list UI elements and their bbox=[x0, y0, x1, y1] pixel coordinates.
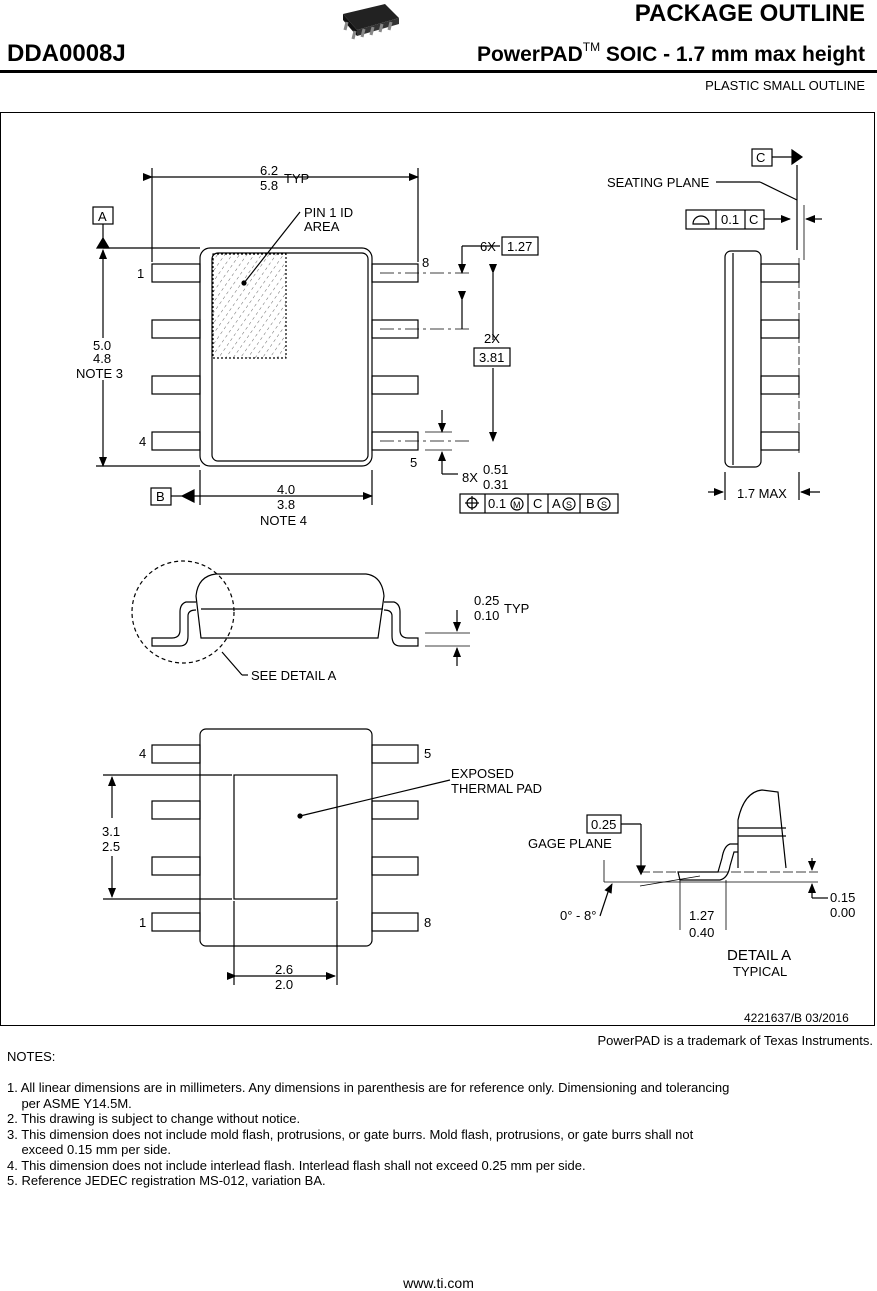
length-dim-min: 4.8 bbox=[93, 351, 111, 366]
bottom-pin-1: 1 bbox=[139, 915, 146, 930]
notes-title: NOTES: bbox=[7, 1049, 56, 1064]
body-dim-min: 3.8 bbox=[277, 497, 295, 512]
note-line: per ASME Y14.5M. bbox=[7, 1095, 132, 1111]
bottom-pin-5: 5 bbox=[424, 746, 431, 761]
standoff-min: 0.00 bbox=[830, 905, 855, 920]
part-number: DDA0008J bbox=[7, 40, 126, 67]
pos-tol-datum-b: B bbox=[586, 496, 595, 511]
width-dim-min: 5.8 bbox=[260, 178, 278, 193]
pos-tol-datum-c: C bbox=[533, 496, 542, 511]
note-line: 1. All linear dimensions are in millimet… bbox=[7, 1080, 730, 1095]
thickness-suffix: TYP bbox=[504, 601, 529, 616]
length-dim-max: 5.0 bbox=[93, 338, 111, 353]
body-dim-max: 4.0 bbox=[277, 482, 295, 497]
pin1-label-2: AREA bbox=[304, 219, 340, 234]
lead-width-min: 0.31 bbox=[483, 477, 508, 492]
top-pin-1: 1 bbox=[137, 266, 144, 281]
pad-length-max: 3.1 bbox=[102, 824, 120, 839]
pad-width-max: 2.6 bbox=[275, 962, 293, 977]
gage-plane-label: GAGE PLANE bbox=[528, 836, 612, 851]
note-line: 5. Reference JEDEC registration MS-012, … bbox=[7, 1173, 326, 1188]
bottom-pin-8: 8 bbox=[424, 915, 431, 930]
bottom-view bbox=[103, 728, 451, 985]
pad-length-min: 2.5 bbox=[102, 839, 120, 854]
top-pin-5: 5 bbox=[410, 455, 417, 470]
pad-label-2: THERMAL PAD bbox=[451, 781, 542, 796]
foot-length-max: 1.27 bbox=[689, 908, 714, 923]
detail-a-subtitle: TYPICAL bbox=[733, 964, 787, 979]
bottom-pin-4: 4 bbox=[139, 746, 146, 761]
pitch-count: 6X bbox=[480, 239, 496, 254]
see-detail-a: SEE DETAIL A bbox=[251, 668, 337, 683]
span-count: 2X bbox=[484, 331, 500, 346]
pos-tol-datum-a: A bbox=[552, 496, 561, 511]
body-dim-note: NOTE 4 bbox=[260, 513, 307, 528]
trademark-note: PowerPAD is a trademark of Texas Instrum… bbox=[597, 1033, 873, 1048]
pad-label-1: EXPOSED bbox=[451, 766, 514, 781]
pos-tol-mod-s2: S bbox=[601, 500, 607, 510]
pos-tol-value: 0.1 bbox=[488, 496, 506, 511]
package-type: PLASTIC SMALL OUTLINE bbox=[705, 78, 865, 93]
package-subtitle: PowerPADTM SOIC - 1.7 mm max height bbox=[476, 40, 865, 67]
lead-width-count: 8X bbox=[462, 470, 478, 485]
subtitle-brand: PowerPAD bbox=[476, 43, 583, 66]
end-view bbox=[131, 560, 470, 676]
angle-label: 0° - 8° bbox=[560, 908, 596, 923]
pad-width-min: 2.0 bbox=[275, 977, 293, 992]
top-pin-4: 4 bbox=[139, 434, 146, 449]
footer-link[interactable]: www.ti.com bbox=[403, 1275, 474, 1291]
pos-tol-mod-s1: S bbox=[566, 500, 572, 510]
height-max: 1.7 MAX bbox=[737, 486, 787, 501]
note-line: exceed 0.15 mm per side. bbox=[7, 1142, 172, 1157]
doc-id: 4221637/B 03/2016 bbox=[744, 1011, 849, 1025]
width-dim-max: 6.2 bbox=[260, 163, 278, 178]
span-value: 3.81 bbox=[479, 350, 504, 365]
lead-width-max: 0.51 bbox=[483, 462, 508, 477]
pin1-label-1: PIN 1 ID bbox=[304, 205, 353, 220]
package-outline-title: PACKAGE OUTLINE bbox=[634, 0, 865, 27]
subtitle-rest: SOIC - 1.7 mm max height bbox=[600, 43, 865, 66]
datum-b: B bbox=[156, 489, 165, 504]
foot-length-min: 0.40 bbox=[689, 925, 714, 940]
notes-list: 1. All linear dimensions are in millimet… bbox=[7, 1080, 729, 1189]
note-line: 2. This drawing is subject to change wit… bbox=[7, 1111, 301, 1126]
length-dim-note: NOTE 3 bbox=[76, 366, 123, 381]
standoff-max: 0.15 bbox=[830, 890, 855, 905]
top-pin-8: 8 bbox=[422, 255, 429, 270]
note-line: 3. This dimension does not include mold … bbox=[7, 1126, 694, 1142]
drawing-frame bbox=[0, 112, 875, 1026]
datum-a: A bbox=[98, 209, 107, 224]
header-rule bbox=[0, 70, 877, 73]
detail-a-view bbox=[586, 789, 828, 930]
seating-plane-label: SEATING PLANE bbox=[607, 175, 710, 190]
trademark-sup: TM bbox=[582, 40, 601, 54]
pos-tol-mod-m: M bbox=[513, 500, 521, 510]
package-thumbnail-icon bbox=[343, 4, 399, 40]
pitch-value: 1.27 bbox=[507, 239, 532, 254]
thickness-max: 0.25 bbox=[474, 593, 499, 608]
top-view bbox=[92, 168, 619, 514]
package-drawing: 6.2 5.8 TYP A PIN 1 ID AREA 1 4 8 5 5.0 … bbox=[76, 148, 855, 1025]
side-view bbox=[685, 148, 822, 500]
gage-value: 0.25 bbox=[591, 817, 616, 832]
width-dim-suffix: TYP bbox=[284, 171, 309, 186]
flatness-datum: C bbox=[749, 212, 758, 227]
thickness-min: 0.10 bbox=[474, 608, 499, 623]
datum-c: C bbox=[756, 150, 765, 165]
note-line: 4. This dimension does not include inter… bbox=[7, 1157, 586, 1173]
detail-a-title: DETAIL A bbox=[727, 947, 791, 964]
flatness-value: 0.1 bbox=[721, 212, 739, 227]
